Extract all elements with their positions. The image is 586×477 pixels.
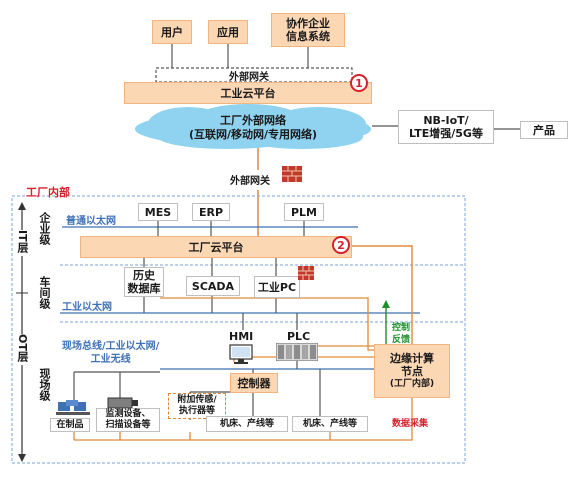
apps-box: 应用 <box>208 20 248 44</box>
machine-box-1: 机床、产线等 <box>206 416 288 432</box>
sensors-box: 附加传感/ 执行器等 <box>168 393 226 419</box>
data-collection-label: 数据采集 <box>392 419 429 429</box>
external-gateway-top-label: 外部网关 <box>229 72 269 83</box>
machine-box-2: 机床、产线等 <box>292 416 368 432</box>
badge-2: 2 <box>332 236 350 254</box>
partner-systems-box: 协作企业 信息系统 <box>271 13 345 47</box>
factory-cloud-platform: 工厂云平台 <box>80 236 352 258</box>
control-feedback-label: 控制 反馈 <box>392 323 411 345</box>
industrial-ethernet-label: 工业以太网 <box>62 302 112 313</box>
it-layer-label: IT层 <box>16 230 29 256</box>
factory-inside-label: 工厂内部 <box>26 186 70 199</box>
hmi-label: HMI <box>229 330 254 343</box>
industrial-cloud-platform-top: 工业云平台 <box>124 82 372 104</box>
mes-box: MES <box>138 203 178 221</box>
conveyor-icon <box>56 400 90 415</box>
ordinary-ethernet-label: 普通以太网 <box>66 216 116 227</box>
edge-computing-node: 边缘计算 节点 (工厂内部) <box>374 344 450 398</box>
in-product-box: 在制品 <box>50 418 90 432</box>
product-box: 产品 <box>520 121 568 139</box>
edge-node-title: 边缘计算 节点 <box>390 351 434 378</box>
controller-box: 控制器 <box>230 373 278 393</box>
firewall-icon <box>298 266 314 280</box>
ot-layer-label: OT层 <box>16 334 29 365</box>
badge-1: 1 <box>350 74 368 92</box>
monitor-devices-box: 监测设备、 扫描设备等 <box>96 408 160 432</box>
firewall-icon <box>282 166 302 182</box>
external-network-subtitle: (互联网/移动网/专用网络) <box>188 128 318 141</box>
plm-box: PLM <box>284 203 324 221</box>
external-network-title: 工厂外部网络 <box>220 114 286 127</box>
scada-box: SCADA <box>186 276 240 296</box>
fieldbus-label: 现场总线/工业以太网/ 工业无线 <box>62 341 160 365</box>
field-level-label: 现场级 <box>38 368 51 401</box>
enterprise-level-label: 企业级 <box>38 212 51 245</box>
plc-label: PLC <box>287 330 311 343</box>
monitor-icon <box>229 344 253 364</box>
erp-box: ERP <box>192 203 230 221</box>
industrial-pc-box: 工业PC <box>254 276 300 298</box>
plc-rack-icon <box>276 343 318 361</box>
edge-node-sub: (工厂内部) <box>389 378 435 389</box>
external-gateway-mid-label: 外部网关 <box>230 176 270 187</box>
cloud-shape <box>135 104 371 149</box>
workshop-level-label: 车间级 <box>38 276 51 309</box>
users-box: 用户 <box>152 20 192 44</box>
historian-box: 历史 数据库 <box>124 267 164 297</box>
nb-iot-box: NB-IoT/ LTE增强/5G等 <box>398 110 494 144</box>
